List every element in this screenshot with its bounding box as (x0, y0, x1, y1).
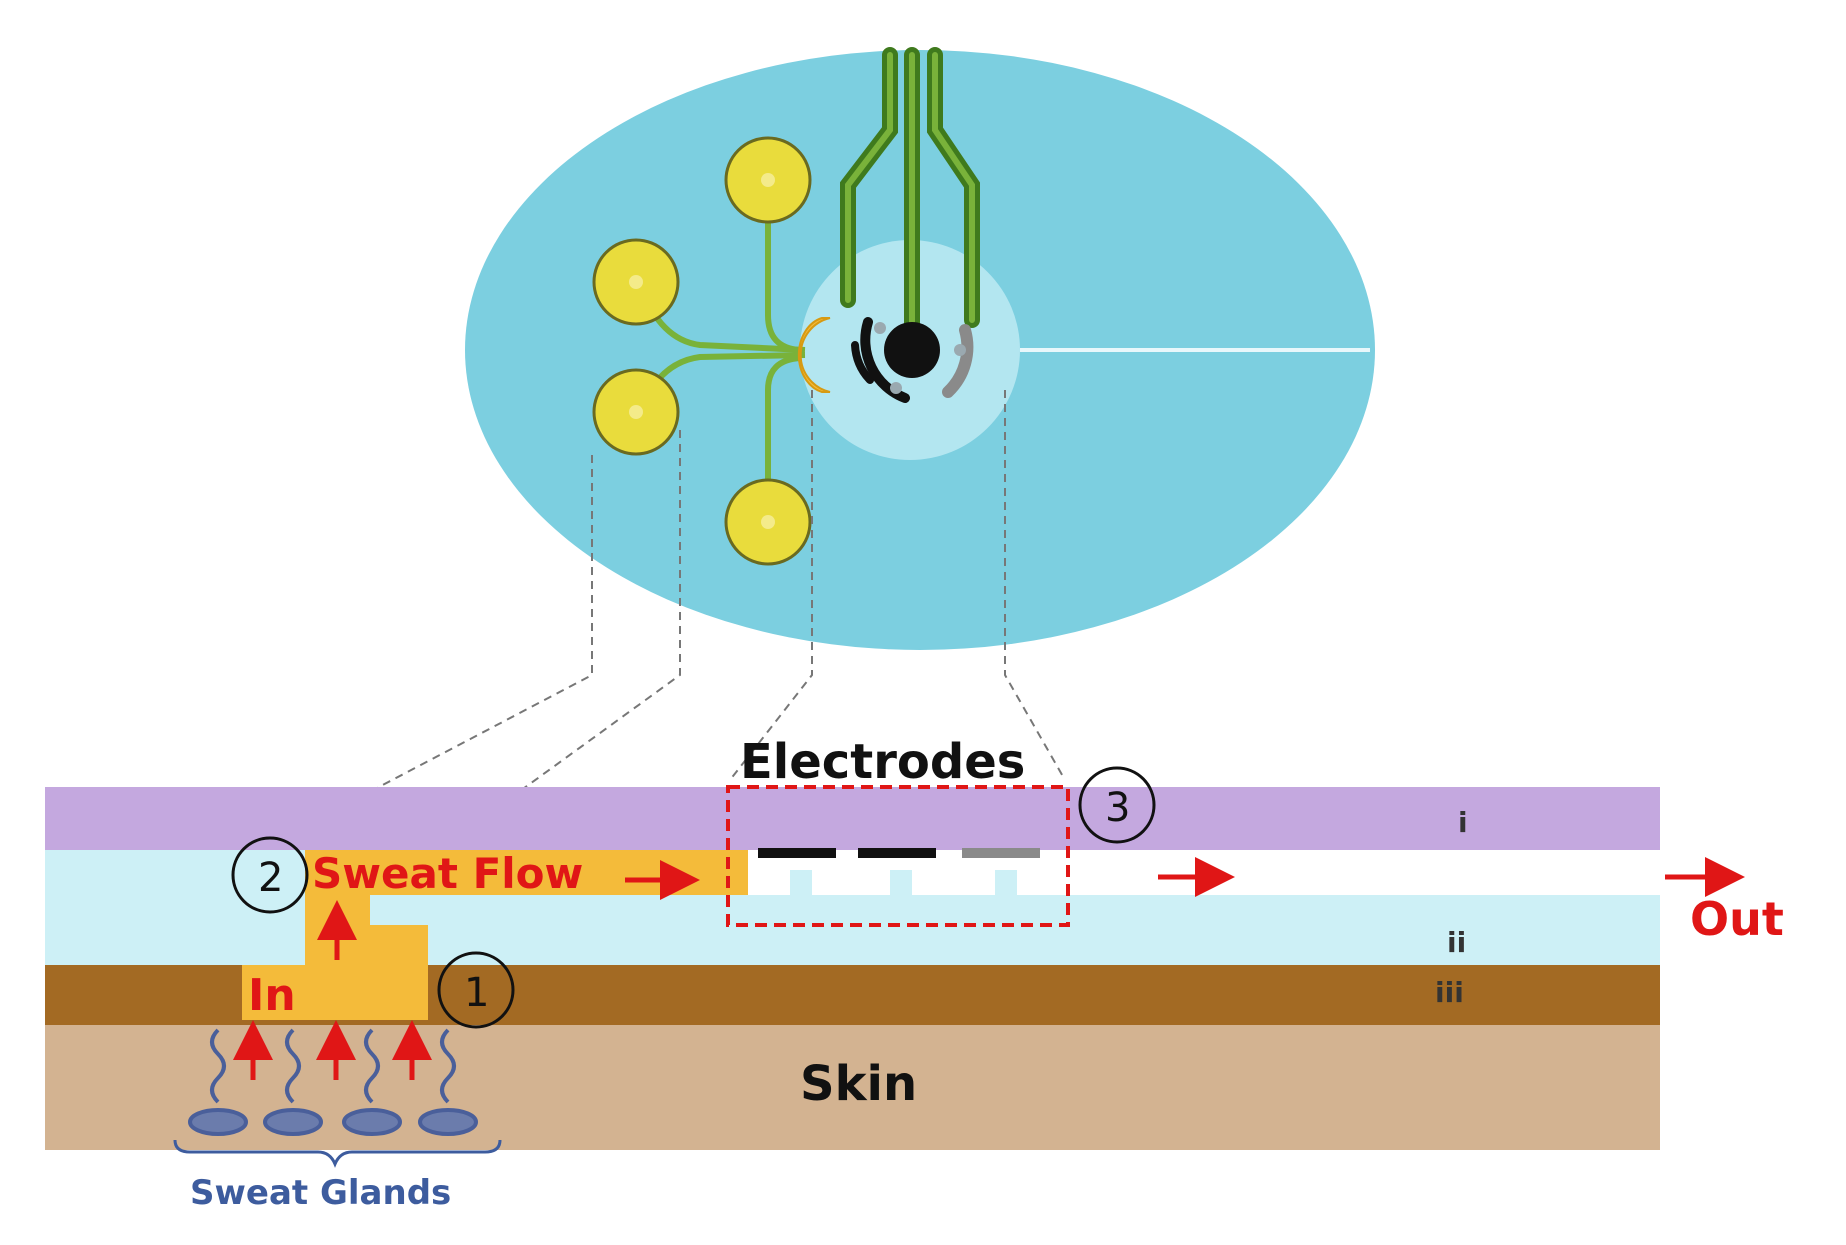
zoom-line-3 (729, 390, 813, 781)
label-layer-i: i (1458, 806, 1468, 839)
layer-i (45, 787, 1660, 850)
text-labels: Electrodes Sweat Flow In Out Skin Sweat … (190, 734, 1784, 1213)
inlet-crescent (797, 317, 831, 393)
flow-arrows (233, 857, 1745, 1080)
label-layer-ii: ii (1447, 926, 1466, 959)
label-in: In (248, 970, 296, 1021)
cross-electrode-1 (758, 848, 836, 858)
label-out: Out (1690, 892, 1784, 946)
label-electrodes: Electrodes (740, 734, 1025, 790)
sweat-glands (173, 1028, 502, 1168)
pad-top (724, 136, 812, 224)
electrode-center-dot (884, 322, 940, 378)
electrodes-highlight-box (726, 785, 1070, 927)
pad-lower-left (592, 368, 680, 456)
electrode-via-1 (874, 322, 886, 334)
label-step-3: 3 (1105, 785, 1130, 831)
sweat-gland-3 (342, 1028, 402, 1136)
step-markers (231, 766, 1156, 1029)
electrode-via-3 (954, 344, 966, 356)
trace-pad-4 (765, 355, 801, 520)
lead-wire-right-inner (932, 52, 975, 323)
pad-bottom (724, 478, 812, 566)
lead-wire-left-inner (845, 52, 893, 303)
electrode-cells (790, 870, 1017, 895)
pad-upper-left (592, 238, 680, 326)
label-step-1: 1 (464, 970, 489, 1016)
label-skin: Skin (800, 1056, 917, 1112)
zoom-line-1 (239, 455, 593, 861)
sensor-pads (592, 136, 812, 566)
label-sweat-glands: Sweat Glands (190, 1173, 451, 1213)
electrode-via-2 (890, 382, 902, 394)
sweat-gland-1 (188, 1028, 248, 1136)
step-marker-3 (1078, 766, 1156, 844)
zoom-line-4 (1004, 390, 1066, 781)
step-marker-1 (437, 951, 515, 1029)
disk-electrodes (851, 317, 974, 403)
label-layer-iii: iii (1435, 976, 1464, 1009)
cross-electrode-3 (962, 848, 1040, 858)
sweat-gland-4 (418, 1028, 478, 1136)
electrode-gray-arc (942, 324, 974, 398)
sweat-glands-brace (173, 1139, 502, 1168)
label-step-2: 2 (258, 855, 283, 901)
sweat-gland-2 (263, 1028, 323, 1136)
cross-electrode-2 (858, 848, 936, 858)
step-marker-2 (231, 836, 309, 914)
electrode-black-small-arc (851, 341, 874, 384)
lead-wires (840, 47, 980, 348)
label-sweat-flow: Sweat Flow (312, 849, 583, 898)
